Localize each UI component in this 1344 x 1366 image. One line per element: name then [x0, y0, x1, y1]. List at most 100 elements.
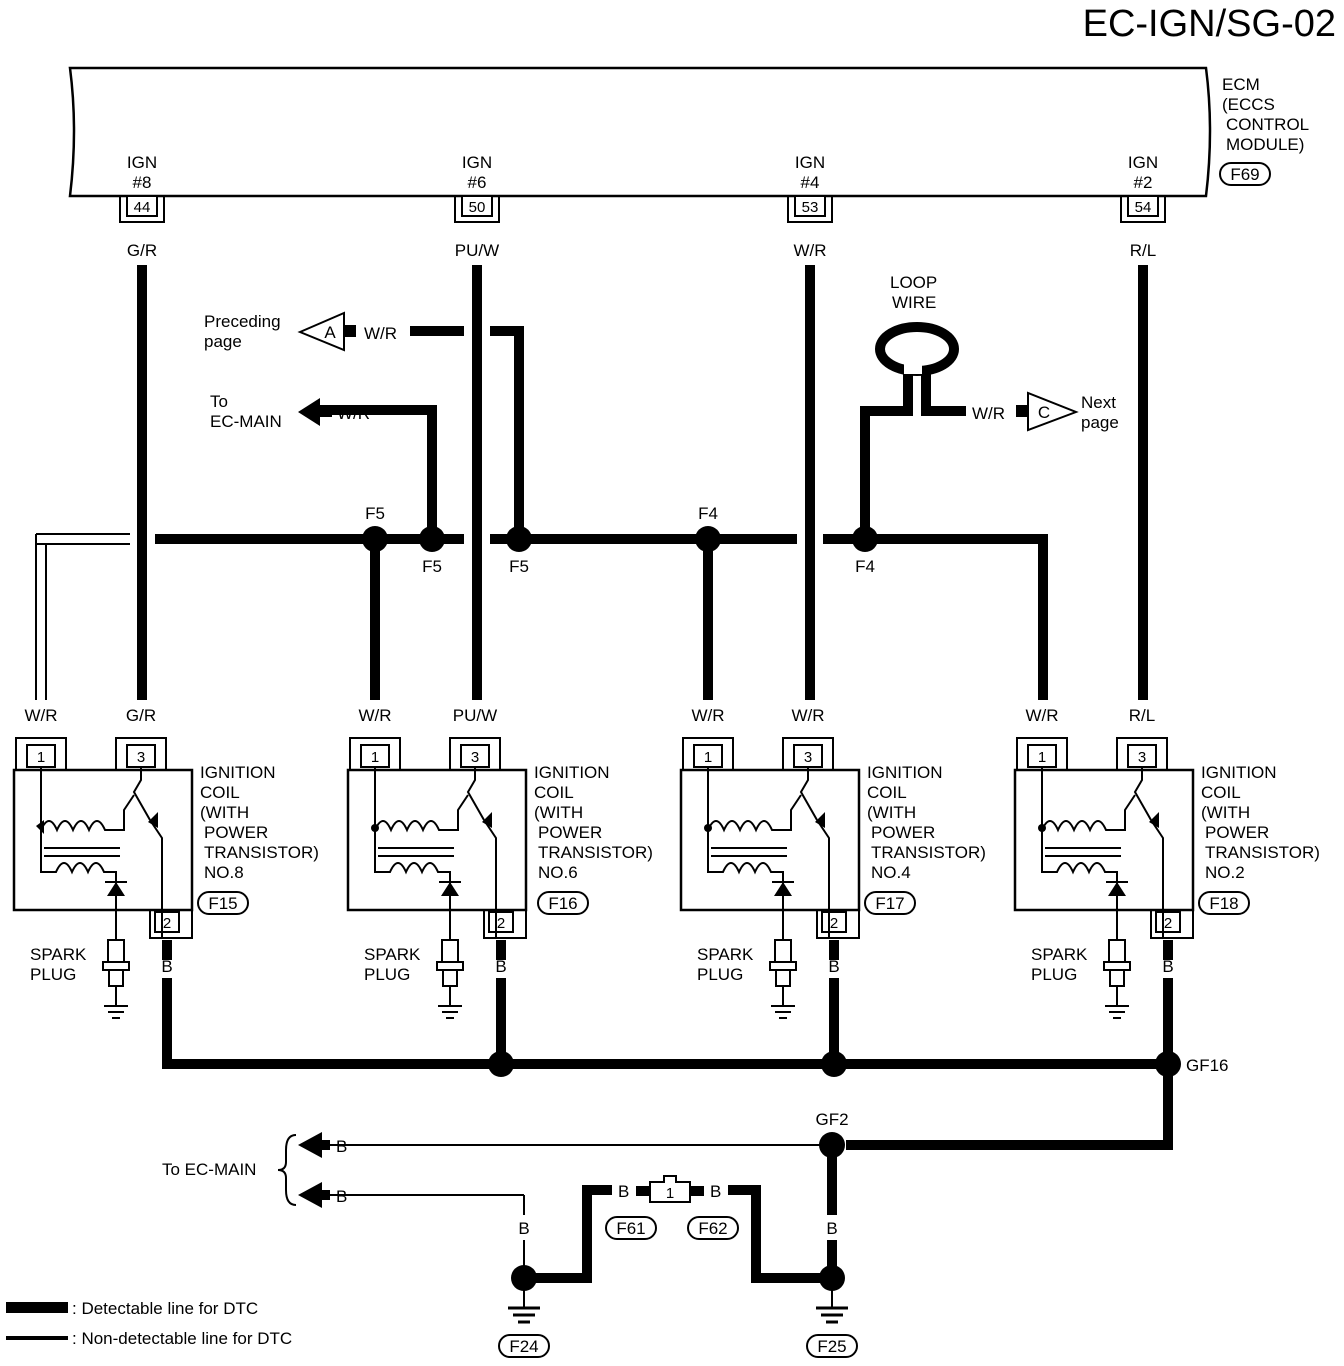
- svg-text:IGN: IGN: [795, 153, 825, 172]
- svg-text:W/R: W/R: [337, 404, 370, 423]
- svg-text:R/L: R/L: [1129, 706, 1155, 725]
- signal-wires: [137, 265, 1148, 700]
- svg-text:W/R: W/R: [793, 241, 826, 260]
- upper-connections: [318, 322, 966, 539]
- svg-text:#8: #8: [133, 173, 152, 192]
- legend: : Detectable line for DTC : Non-detectab…: [6, 1299, 292, 1348]
- svg-text:54: 54: [1135, 199, 1152, 216]
- ecm-connector: F69: [1230, 165, 1259, 184]
- svg-text:PLUG: PLUG: [30, 965, 76, 984]
- ignition-coil-no8: W/R G/R 1 3 2 IGNITION COIL (WITH POWER …: [12, 706, 319, 1019]
- legend-detectable: : Detectable line for DTC: [72, 1299, 258, 1318]
- svg-text:3: 3: [471, 749, 479, 766]
- svg-text:page: page: [204, 332, 242, 351]
- svg-text:2: 2: [163, 915, 171, 932]
- svg-text:IGNITION: IGNITION: [1201, 763, 1277, 782]
- svg-text:2: 2: [1164, 915, 1172, 932]
- svg-text:B: B: [710, 1182, 721, 1201]
- svg-text:(WITH: (WITH: [1201, 803, 1250, 822]
- ref-symbol-c: C: [1038, 403, 1050, 422]
- svg-text:NO.8: NO.8: [204, 863, 244, 882]
- svg-text:IGN: IGN: [127, 153, 157, 172]
- svg-text:IGNITION: IGNITION: [867, 763, 943, 782]
- junction-gf16: GF16: [1186, 1056, 1229, 1075]
- ecm-label-2: (ECCS: [1222, 95, 1275, 114]
- ecm-terminal-ign8: IGN #8 44 G/R: [119, 153, 165, 260]
- svg-text:B: B: [161, 957, 172, 976]
- power-bus: [35, 533, 1048, 700]
- svg-text:G/R: G/R: [127, 241, 157, 260]
- svg-text:NO.6: NO.6: [538, 863, 578, 882]
- svg-text:EC-MAIN: EC-MAIN: [210, 412, 282, 431]
- to-ec-main-top-ref: To EC-MAIN W/R: [210, 392, 370, 431]
- ecm-terminal-ign2: IGN #2 54 R/L: [1120, 153, 1166, 260]
- svg-text:IGNITION: IGNITION: [534, 763, 610, 782]
- svg-text:W/R: W/R: [972, 404, 1005, 423]
- svg-text:B: B: [828, 957, 839, 976]
- legend-non-detectable: : Non-detectable line for DTC: [72, 1329, 292, 1348]
- svg-text:G/R: G/R: [126, 706, 156, 725]
- svg-text:TRANSISTOR): TRANSISTOR): [538, 843, 653, 862]
- svg-text:Next: Next: [1081, 393, 1116, 412]
- svg-text:44: 44: [134, 199, 151, 216]
- connector-f62: F62: [698, 1219, 727, 1238]
- ref-symbol-a: A: [324, 323, 336, 342]
- ecm-terminal-ign6: IGN #6 50 PU/W: [454, 153, 500, 260]
- svg-text:TRANSISTOR): TRANSISTOR): [1205, 843, 1320, 862]
- svg-text:2: 2: [497, 915, 505, 932]
- ignition-coil-no2: W/R R/L 1 3 2 IGNITION COIL (WITH POWER …: [1013, 706, 1320, 1019]
- svg-text:B: B: [826, 1219, 837, 1238]
- mid-connector: B 1 B B B F61 F62: [524, 1175, 832, 1283]
- svg-text:COIL: COIL: [534, 783, 574, 802]
- svg-text:PLUG: PLUG: [697, 965, 743, 984]
- svg-text:W/R: W/R: [791, 706, 824, 725]
- svg-text:1: 1: [1038, 749, 1046, 766]
- svg-text:W/R: W/R: [1025, 706, 1058, 725]
- svg-text:#2: #2: [1134, 173, 1153, 192]
- svg-text:IGN: IGN: [1128, 153, 1158, 172]
- svg-text:SPARK: SPARK: [1031, 945, 1088, 964]
- svg-text:IGN: IGN: [462, 153, 492, 172]
- svg-text:B: B: [495, 957, 506, 976]
- junction-f5-b: F5: [509, 557, 529, 576]
- svg-text:R/L: R/L: [1130, 241, 1156, 260]
- svg-text:#6: #6: [468, 173, 487, 192]
- connector-f24: F24: [509, 1337, 538, 1356]
- svg-text:PU/W: PU/W: [455, 241, 499, 260]
- svg-text:PU/W: PU/W: [453, 706, 497, 725]
- svg-text:Preceding: Preceding: [204, 312, 281, 331]
- svg-text:1: 1: [704, 749, 712, 766]
- svg-text:B: B: [1162, 957, 1173, 976]
- svg-text:3: 3: [804, 749, 812, 766]
- svg-text:TRANSISTOR): TRANSISTOR): [871, 843, 986, 862]
- svg-text:B: B: [581, 1219, 592, 1238]
- coil-connector-f16: F16: [548, 894, 577, 913]
- loop-wire-label: LOOP: [890, 273, 937, 292]
- ecm-label-3: CONTROL: [1226, 115, 1309, 134]
- svg-text:SPARK: SPARK: [30, 945, 87, 964]
- svg-text:2: 2: [830, 915, 838, 932]
- svg-text:PLUG: PLUG: [1031, 965, 1077, 984]
- svg-text:B: B: [518, 1219, 529, 1238]
- coil-connector-f17: F17: [875, 894, 904, 913]
- svg-text:W/R: W/R: [364, 324, 397, 343]
- connector-f25: F25: [817, 1337, 846, 1356]
- svg-text:1: 1: [666, 1185, 674, 1202]
- svg-text:#4: #4: [801, 173, 820, 192]
- svg-text:(WITH: (WITH: [534, 803, 583, 822]
- svg-text:W/R: W/R: [691, 706, 724, 725]
- svg-text:3: 3: [137, 749, 145, 766]
- junction-f4-a: F4: [855, 557, 875, 576]
- svg-text:B: B: [336, 1137, 347, 1156]
- ecm-label-4: MODULE): [1226, 135, 1304, 154]
- svg-text:POWER: POWER: [204, 823, 268, 842]
- svg-text:WIRE: WIRE: [892, 293, 936, 312]
- ignition-coil-no4: W/R W/R 1 3 2 IGNITION COIL (WITH POWER …: [679, 706, 986, 1019]
- to-ec-main-bottom-ref: To EC-MAIN B B B B: [162, 1132, 838, 1238]
- preceding-page-ref: Preceding page A W/R: [204, 311, 397, 352]
- junction-f5-top: F5: [365, 504, 385, 523]
- connector-f61: F61: [616, 1219, 645, 1238]
- svg-text:1: 1: [371, 749, 379, 766]
- svg-text:To EC-MAIN: To EC-MAIN: [162, 1160, 256, 1179]
